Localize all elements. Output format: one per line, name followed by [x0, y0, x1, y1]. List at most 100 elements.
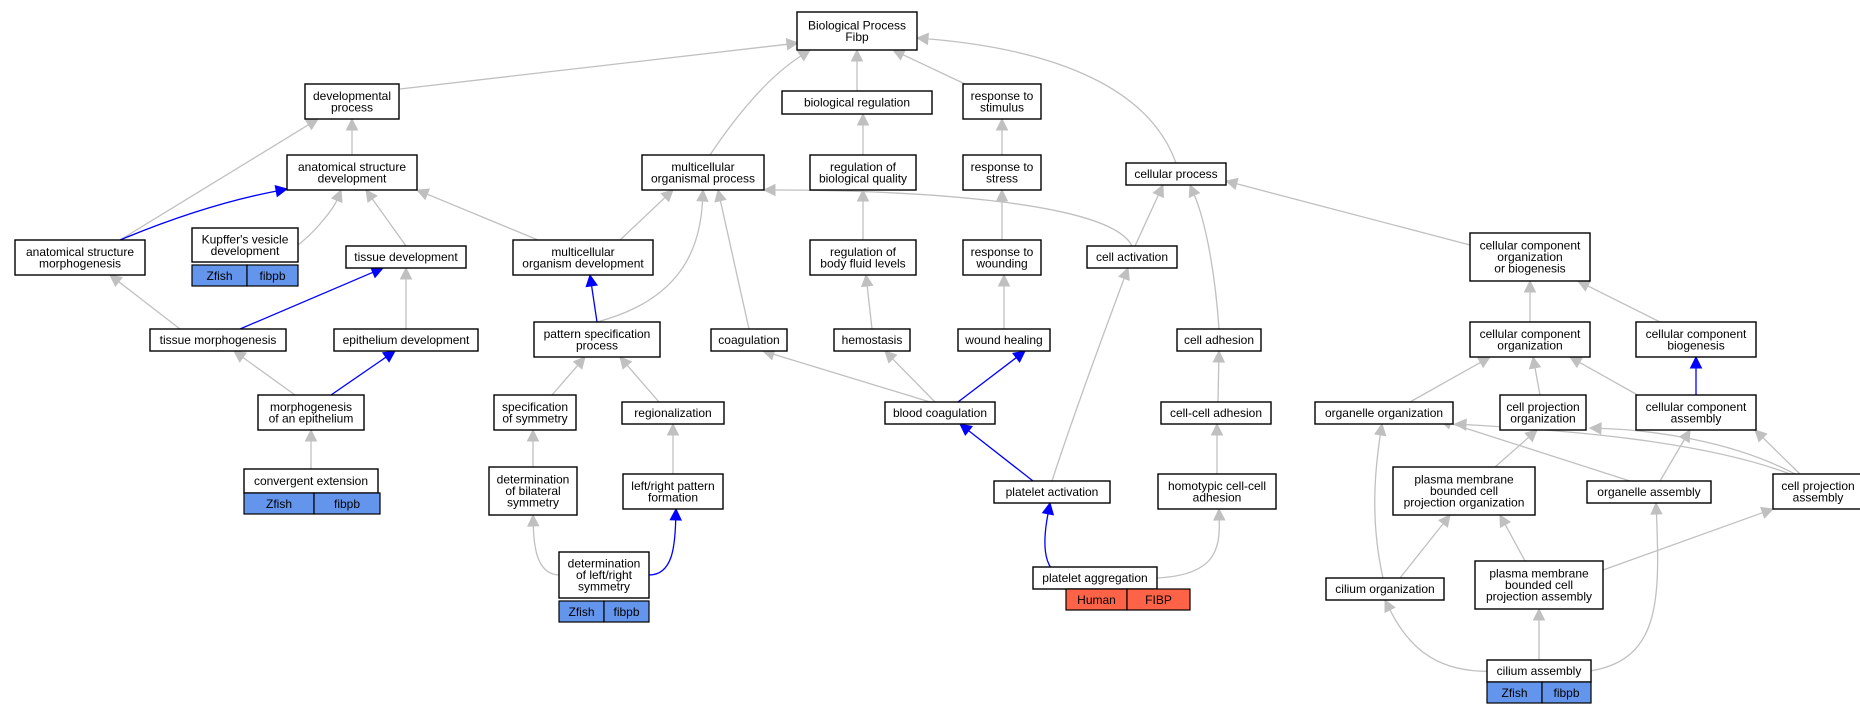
- term-label-line: process: [331, 100, 373, 114]
- edge-arrowhead: [274, 185, 289, 198]
- edge-arrowhead: [109, 274, 123, 288]
- edge-psp-to-mod: [585, 273, 598, 323]
- edge-cass-to-co: [1384, 598, 1501, 673]
- term-node-hemo[interactable]: hemostasis: [833, 328, 911, 352]
- edge-cadh-to-cp: [1188, 183, 1220, 330]
- term-node-wh[interactable]: wound healing: [957, 328, 1051, 352]
- edge-arrowhead: [997, 273, 1011, 287]
- edge-bc-to-coag: [761, 348, 931, 403]
- term-label-line: of bilateral: [505, 484, 560, 498]
- term-node-cp[interactable]: cellular process: [1125, 162, 1227, 186]
- term-node-ccadh[interactable]: cell-cell adhesion: [1160, 401, 1272, 425]
- edge-rstress-to-rstim: [995, 117, 1009, 155]
- edge-line: [892, 358, 936, 403]
- edge-arrowhead: [1760, 506, 1775, 519]
- term-node-td[interactable]: tissue development: [345, 245, 467, 269]
- term-node-reg[interactable]: regionalization: [621, 401, 725, 425]
- edge-line: [927, 38, 1177, 164]
- term-box: [796, 11, 918, 51]
- edge-arrowhead: [572, 356, 586, 370]
- edge-arrowhead: [785, 38, 800, 51]
- gene-cell: [313, 492, 381, 515]
- edge-ccob-to-cp: [1224, 177, 1471, 246]
- term-label-line: symmetry: [507, 496, 559, 510]
- edge-arrowhead: [762, 183, 776, 197]
- edge-ce-to-moe: [304, 428, 318, 469]
- term-label-line: cellular component: [1646, 400, 1747, 414]
- edge-pmbcpo-to-cpo: [1494, 429, 1538, 468]
- edge-arrowhead: [1476, 356, 1491, 369]
- term-label-line: epithelium development: [343, 333, 470, 347]
- edge-arrowhead: [850, 48, 864, 62]
- edge-line: [719, 200, 750, 330]
- edge-line: [626, 364, 660, 403]
- term-label-line: cell-cell adhesion: [1170, 406, 1262, 420]
- edge-line: [1602, 512, 1763, 571]
- gene-cell: [246, 264, 299, 287]
- term-label-line: tissue morphogenesis: [160, 333, 277, 347]
- term-label-line: cell projection: [1506, 400, 1579, 414]
- term-label-line: development: [211, 244, 280, 258]
- term-label-line: biological regulation: [804, 96, 910, 110]
- term-node-pa[interactable]: platelet activation: [993, 480, 1111, 504]
- term-label-line: organelle organization: [1325, 406, 1443, 420]
- edge-td-to-asd: [365, 189, 407, 247]
- term-node-cadh[interactable]: cell adhesion: [1176, 328, 1262, 352]
- term-label-line: blood coagulation: [893, 406, 987, 420]
- term-node-ed[interactable]: epithelium development: [333, 328, 479, 352]
- term-node-oo[interactable]: organelle organization: [1314, 401, 1454, 425]
- term-node-bc[interactable]: blood coagulation: [884, 401, 996, 425]
- gene-label: fibpb: [613, 605, 639, 619]
- term-node-oa[interactable]: organelle assembly: [1586, 480, 1712, 504]
- edge-rw-to-rstress: [995, 188, 1009, 240]
- edge-line: [957, 357, 1017, 403]
- edge-line: [551, 364, 579, 396]
- edge-line: [1236, 183, 1471, 246]
- term-label-line: cellular process: [1134, 167, 1217, 181]
- term-label-line: platelet aggregation: [1042, 571, 1147, 585]
- term-box: [286, 154, 418, 191]
- term-node-tm[interactable]: tissue morphogenesis: [149, 328, 287, 352]
- term-node-co[interactable]: cilium organization: [1325, 577, 1445, 601]
- edge-line: [902, 54, 966, 85]
- term-node-coag[interactable]: coagulation: [710, 328, 788, 352]
- term-node-breg[interactable]: biological regulation: [781, 90, 933, 115]
- term-label-line: of symmetry: [502, 411, 567, 425]
- edge-line: [1409, 361, 1481, 403]
- edge-line: [1399, 523, 1444, 579]
- edge-arrowhead: [696, 188, 709, 202]
- term-node-ca[interactable]: cell activation: [1086, 245, 1178, 269]
